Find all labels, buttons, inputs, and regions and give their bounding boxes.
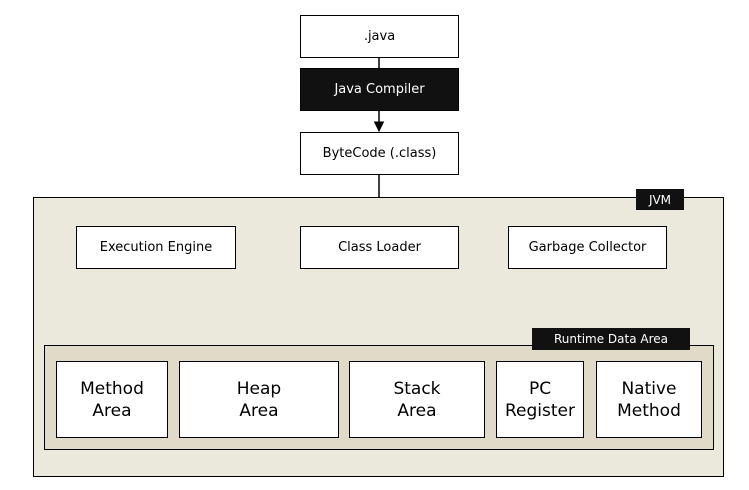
heap-area-box: Heap Area [179, 361, 339, 438]
method-area-box: Method Area [56, 361, 168, 438]
jvm-tag: JVM [636, 189, 684, 210]
bytecode-box: ByteCode (.class) [300, 132, 459, 175]
pc-register-box: PC Register [496, 361, 584, 438]
garbage-collector-box: Garbage Collector [508, 226, 667, 269]
class-loader-box: Class Loader [300, 226, 459, 269]
execution-engine-box: Execution Engine [76, 226, 236, 269]
java-compiler-box: Java Compiler [300, 68, 459, 111]
native-method-box: Native Method [596, 361, 702, 438]
stack-area-box: Stack Area [349, 361, 485, 438]
runtime-data-area-tag: Runtime Data Area [532, 328, 690, 350]
java-source-box: .java [300, 15, 459, 58]
